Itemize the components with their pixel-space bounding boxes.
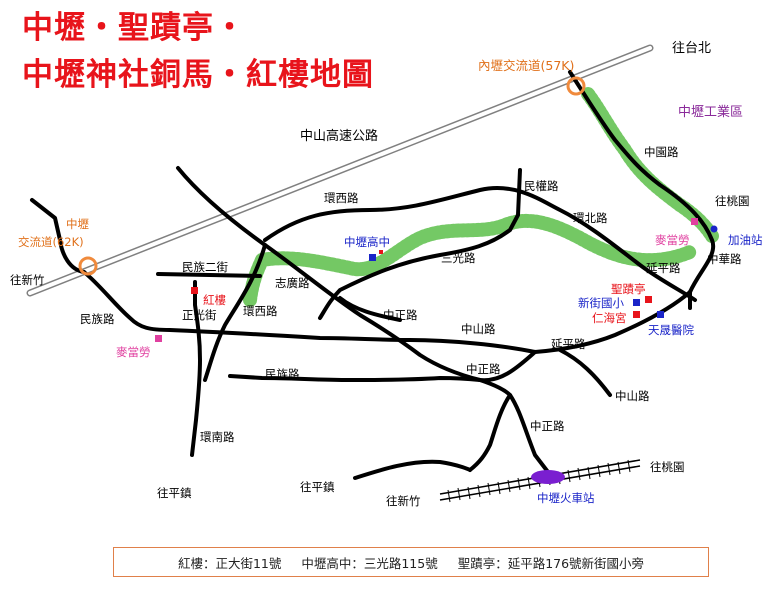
label-zhongshan-rd-mid: 中山路 [461,322,496,336]
label-zhongli-hs: 中壢高中 [344,235,390,249]
label-zhongli-ic-line2: 交流道(62K) [18,235,84,249]
label-zhongshan-freeway: 中山高速公路 [300,128,378,144]
label-to-taoyuan-top: 往桃園 [715,194,750,208]
label-sanguang-rd: 三光路 [441,251,476,265]
tiansheng-hosp-marker [657,311,664,318]
label-xinjie-elem: 新街國小 [578,296,624,310]
label-zhongli-station: 中壢火車站 [537,491,595,505]
label-gas-station: 加油站 [728,233,763,247]
label-to-xinzhu: 往新竹 [10,273,45,287]
label-yanping-rd-mid: 延平路 [551,337,586,351]
zhongli-interchange-marker [78,256,98,276]
label-minzu-rd-left: 民族路 [80,312,115,326]
label-zhongshan-rd-right: 中山路 [615,389,650,403]
zhongli-hs-marker [369,254,376,261]
neili-interchange-marker [566,76,586,96]
label-shengji-pavilion: 聖蹟亭 [611,282,646,296]
label-minzu-2nd-st: 民族二街 [182,260,228,274]
renhai-temple-marker [633,311,640,318]
footer-shengji-address: 聖蹟亭：延平路176號新街國小旁 [457,555,645,571]
label-minquan-rd: 民權路 [524,179,559,193]
label-renhai-temple: 仁海宮 [592,311,627,325]
label-to-taoyuan-bottom: 往桃園 [650,460,685,474]
label-zhongli-ic-line1: 中壢 [66,217,89,231]
zhongli-station-marker [531,470,565,484]
label-yanping-rd-top: 延平路 [646,261,681,275]
label-to-xinzhu-bottom: 往新竹 [386,494,421,508]
label-to-pingzhen-left: 往平鎮 [157,486,192,500]
label-zhongzheng-rd-top: 中正路 [383,308,418,322]
label-zhongzheng-rd-low: 中正路 [530,419,565,433]
label-zhiguang-rd: 志廣路 [275,276,310,290]
gas-station-marker [710,225,718,233]
shengji-pavilion-marker [645,296,652,303]
roads [30,70,716,480]
label-huanbei-rd: 環北路 [573,211,608,225]
label-zhongzheng-rd-mid: 中正路 [466,362,501,376]
label-mcd-east: 麥當勞 [655,233,690,247]
address-footer: 紅樓：正大街11號 中壢高中：三光路115號 聖蹟亭：延平路176號新街國小旁 [113,547,709,577]
label-zhongyuan-rd: 中園路 [644,145,679,159]
xinjie-elem-marker [633,299,640,306]
label-neili-ic: 內壢交流道(57K) [478,58,574,73]
label-minzu-rd-mid: 民族路 [265,367,300,381]
footer-zhongli-hs-address: 中壢高中：三光路115號 [301,555,438,571]
label-zhonghua-rd: 中華路 [707,252,742,266]
map-title-line-2: 中壢神社銅馬・紅樓地圖 [22,57,374,93]
mcd-west-marker [155,335,162,342]
zhongli-hs-dot [379,250,383,254]
label-to-taipei: 往台北 [672,41,711,56]
label-red-tower: 紅樓 [203,293,226,307]
freeway [26,44,654,297]
red-tower-marker [191,287,198,294]
map-title-line-1: 中壢・聖蹟亭・ [22,10,246,46]
label-huanxi-rd-mid: 環西路 [243,304,278,318]
footer-red-tower-address: 紅樓：正大街11號 [177,555,282,571]
label-mcd-west: 麥當勞 [116,345,151,359]
label-tiansheng-hosp: 天晟醫院 [648,323,694,337]
label-industrial-zone: 中壢工業區 [678,104,743,120]
mcd-east-marker [691,218,698,225]
label-huannan-rd: 環南路 [200,430,235,444]
label-zhengguang-st: 正光街 [182,308,217,322]
label-huanxi-rd-top: 環西路 [324,191,359,205]
label-to-pingzhen-mid: 往平鎮 [300,480,335,494]
